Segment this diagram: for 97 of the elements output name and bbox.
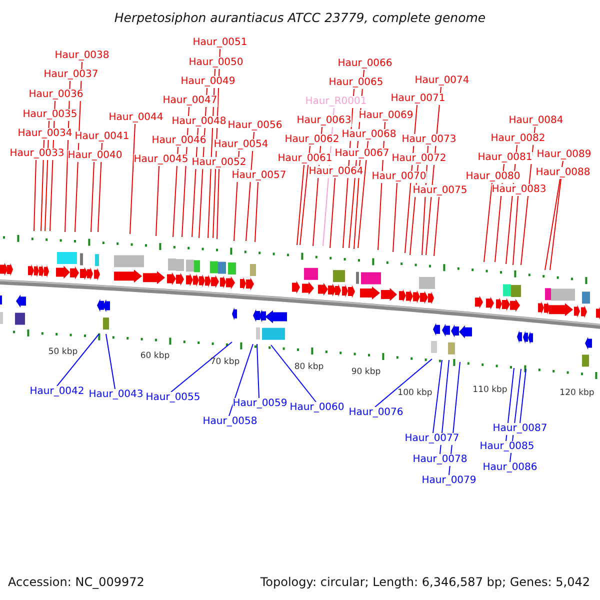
- leader-line: [550, 178, 562, 270]
- gene-label: Haur_0073: [402, 134, 456, 146]
- gene-label: Haur_0051: [192, 37, 248, 49]
- scale-label: 120 kbp: [560, 388, 594, 398]
- gene-label: Haur_0059: [232, 398, 288, 410]
- gene-label: Haur_0064: [308, 166, 364, 178]
- gene-label: Haur_0057: [232, 170, 286, 182]
- leader-line: [484, 182, 492, 262]
- gene-label: Haur_0066: [338, 58, 392, 70]
- leader-line: [358, 140, 368, 248]
- leader-line: [256, 344, 260, 398]
- gene-label: Haur_0081: [478, 152, 532, 164]
- gene-label: Haur_0084: [508, 115, 564, 127]
- leader-line: [544, 160, 564, 270]
- title: Herpetosiphon aurantiacus ATCC 23779, complete genome: [113, 10, 487, 25]
- leader-line: [300, 146, 310, 246]
- leader-line: [270, 344, 316, 402]
- gene-label: Haur_0033: [10, 148, 64, 160]
- leader-line: [172, 146, 178, 238]
- gene-label: Haur_0041: [74, 131, 130, 143]
- accession-text: Accession: NC_009972: [8, 575, 144, 589]
- leader-line: [156, 166, 160, 236]
- leader-line: [106, 334, 116, 390]
- scale-label: 80 kbp: [294, 362, 324, 372]
- gene-label: Haur_0036: [28, 89, 84, 101]
- leader-line: [374, 358, 432, 408]
- gene-label: Haur_0046: [152, 135, 206, 147]
- scale-label: 110 kbp: [472, 385, 508, 395]
- leader-line: [520, 368, 526, 424]
- gene-label: Haur_R0001: [305, 96, 367, 108]
- gene-label: Haur_0083: [492, 184, 546, 196]
- scale-label: 60 kbp: [140, 351, 170, 361]
- leader-line: [512, 196, 518, 266]
- gene-label: Haur_0069: [358, 110, 414, 122]
- leader-line: [254, 182, 258, 242]
- scale-label: 50 kbp: [48, 347, 78, 357]
- gene-label: Haur_0087: [492, 423, 548, 435]
- leader-line: [56, 334, 100, 386]
- gene-label: Haur_0088: [536, 167, 590, 179]
- gene-label: Haur_0058: [202, 416, 258, 428]
- gene-label: Haur_0085: [480, 441, 534, 453]
- leader-line: [228, 344, 254, 416]
- gene-label: Haur_0068: [342, 129, 396, 141]
- leader-line: [130, 124, 136, 234]
- gene-label: Haur_0045: [134, 154, 188, 166]
- gene-label: Haur_0040: [68, 150, 122, 162]
- gene-label: Haur_0037: [44, 69, 98, 81]
- gene-label: Haur_0061: [278, 153, 332, 165]
- gene-label: Haur_0056: [228, 120, 282, 132]
- scale-label: 70 kbp: [210, 357, 240, 367]
- gene-label: Haur_0074: [414, 75, 470, 87]
- gene-label: Haur_0076: [348, 407, 404, 419]
- gene-label: Haur_0065: [328, 77, 384, 89]
- gene-label: Haur_0080: [466, 171, 520, 183]
- gene-label: Haur_0055: [146, 392, 200, 404]
- gene-label: Haur_0060: [290, 402, 344, 414]
- gene-label: Haur_0089: [536, 149, 592, 161]
- leader-line: [330, 178, 336, 248]
- gene-label: Haur_0042: [30, 386, 84, 398]
- gene-label: Haur_0038: [54, 50, 110, 62]
- gene-label: Haur_0077: [404, 433, 460, 445]
- leader-line: [392, 182, 398, 252]
- scale-label: 90 kbp: [351, 367, 381, 377]
- gene-label: Haur_0054: [214, 139, 268, 151]
- leader-line: [90, 162, 94, 232]
- leader-line: [296, 164, 304, 246]
- leader-line: [170, 342, 232, 392]
- gene-label: Haur_0050: [188, 57, 244, 69]
- gene-label: Haur_0052: [192, 157, 246, 169]
- gene-label: Haur_0070: [372, 171, 426, 183]
- gene-label: Haur_0067: [334, 148, 390, 160]
- gene-label: Haur_0035: [22, 109, 78, 121]
- leader-line: [434, 196, 440, 256]
- leader-line: [98, 142, 102, 232]
- gene-label: Haur_0086: [482, 462, 538, 474]
- gene-label: Haur_0044: [108, 112, 164, 124]
- gene-label: Haur_0048: [172, 116, 226, 128]
- gene-label: Haur_0034: [18, 128, 72, 140]
- leader-line: [34, 160, 36, 232]
- gene-label: Haur_0049: [180, 76, 236, 88]
- gene-label: Haur_0063: [296, 115, 352, 127]
- gene-label: Haur_0071: [390, 93, 446, 105]
- leader-line: [432, 360, 442, 434]
- leader-line: [216, 168, 220, 240]
- gene-label: Haur_0082: [490, 133, 546, 145]
- gene-label: Haur_0075: [412, 185, 468, 197]
- genome-info-text: Topology: circular; Length: 6,346,587 bp; Genes: 5,042: [260, 575, 590, 589]
- leader-line: [40, 140, 44, 232]
- gene-label: Haur_0079: [422, 475, 476, 487]
- gene-label: Haur_0062: [284, 134, 340, 146]
- gene-label: Haur_0072: [392, 153, 446, 165]
- gene-label: Haur_0047: [162, 95, 218, 107]
- gene-label: Haur_0043: [88, 389, 144, 401]
- leader-line: [354, 160, 360, 250]
- scale-label: 100 kbp: [398, 388, 432, 398]
- leader-line: [440, 360, 450, 454]
- gene-label: Haur_0078: [412, 454, 468, 466]
